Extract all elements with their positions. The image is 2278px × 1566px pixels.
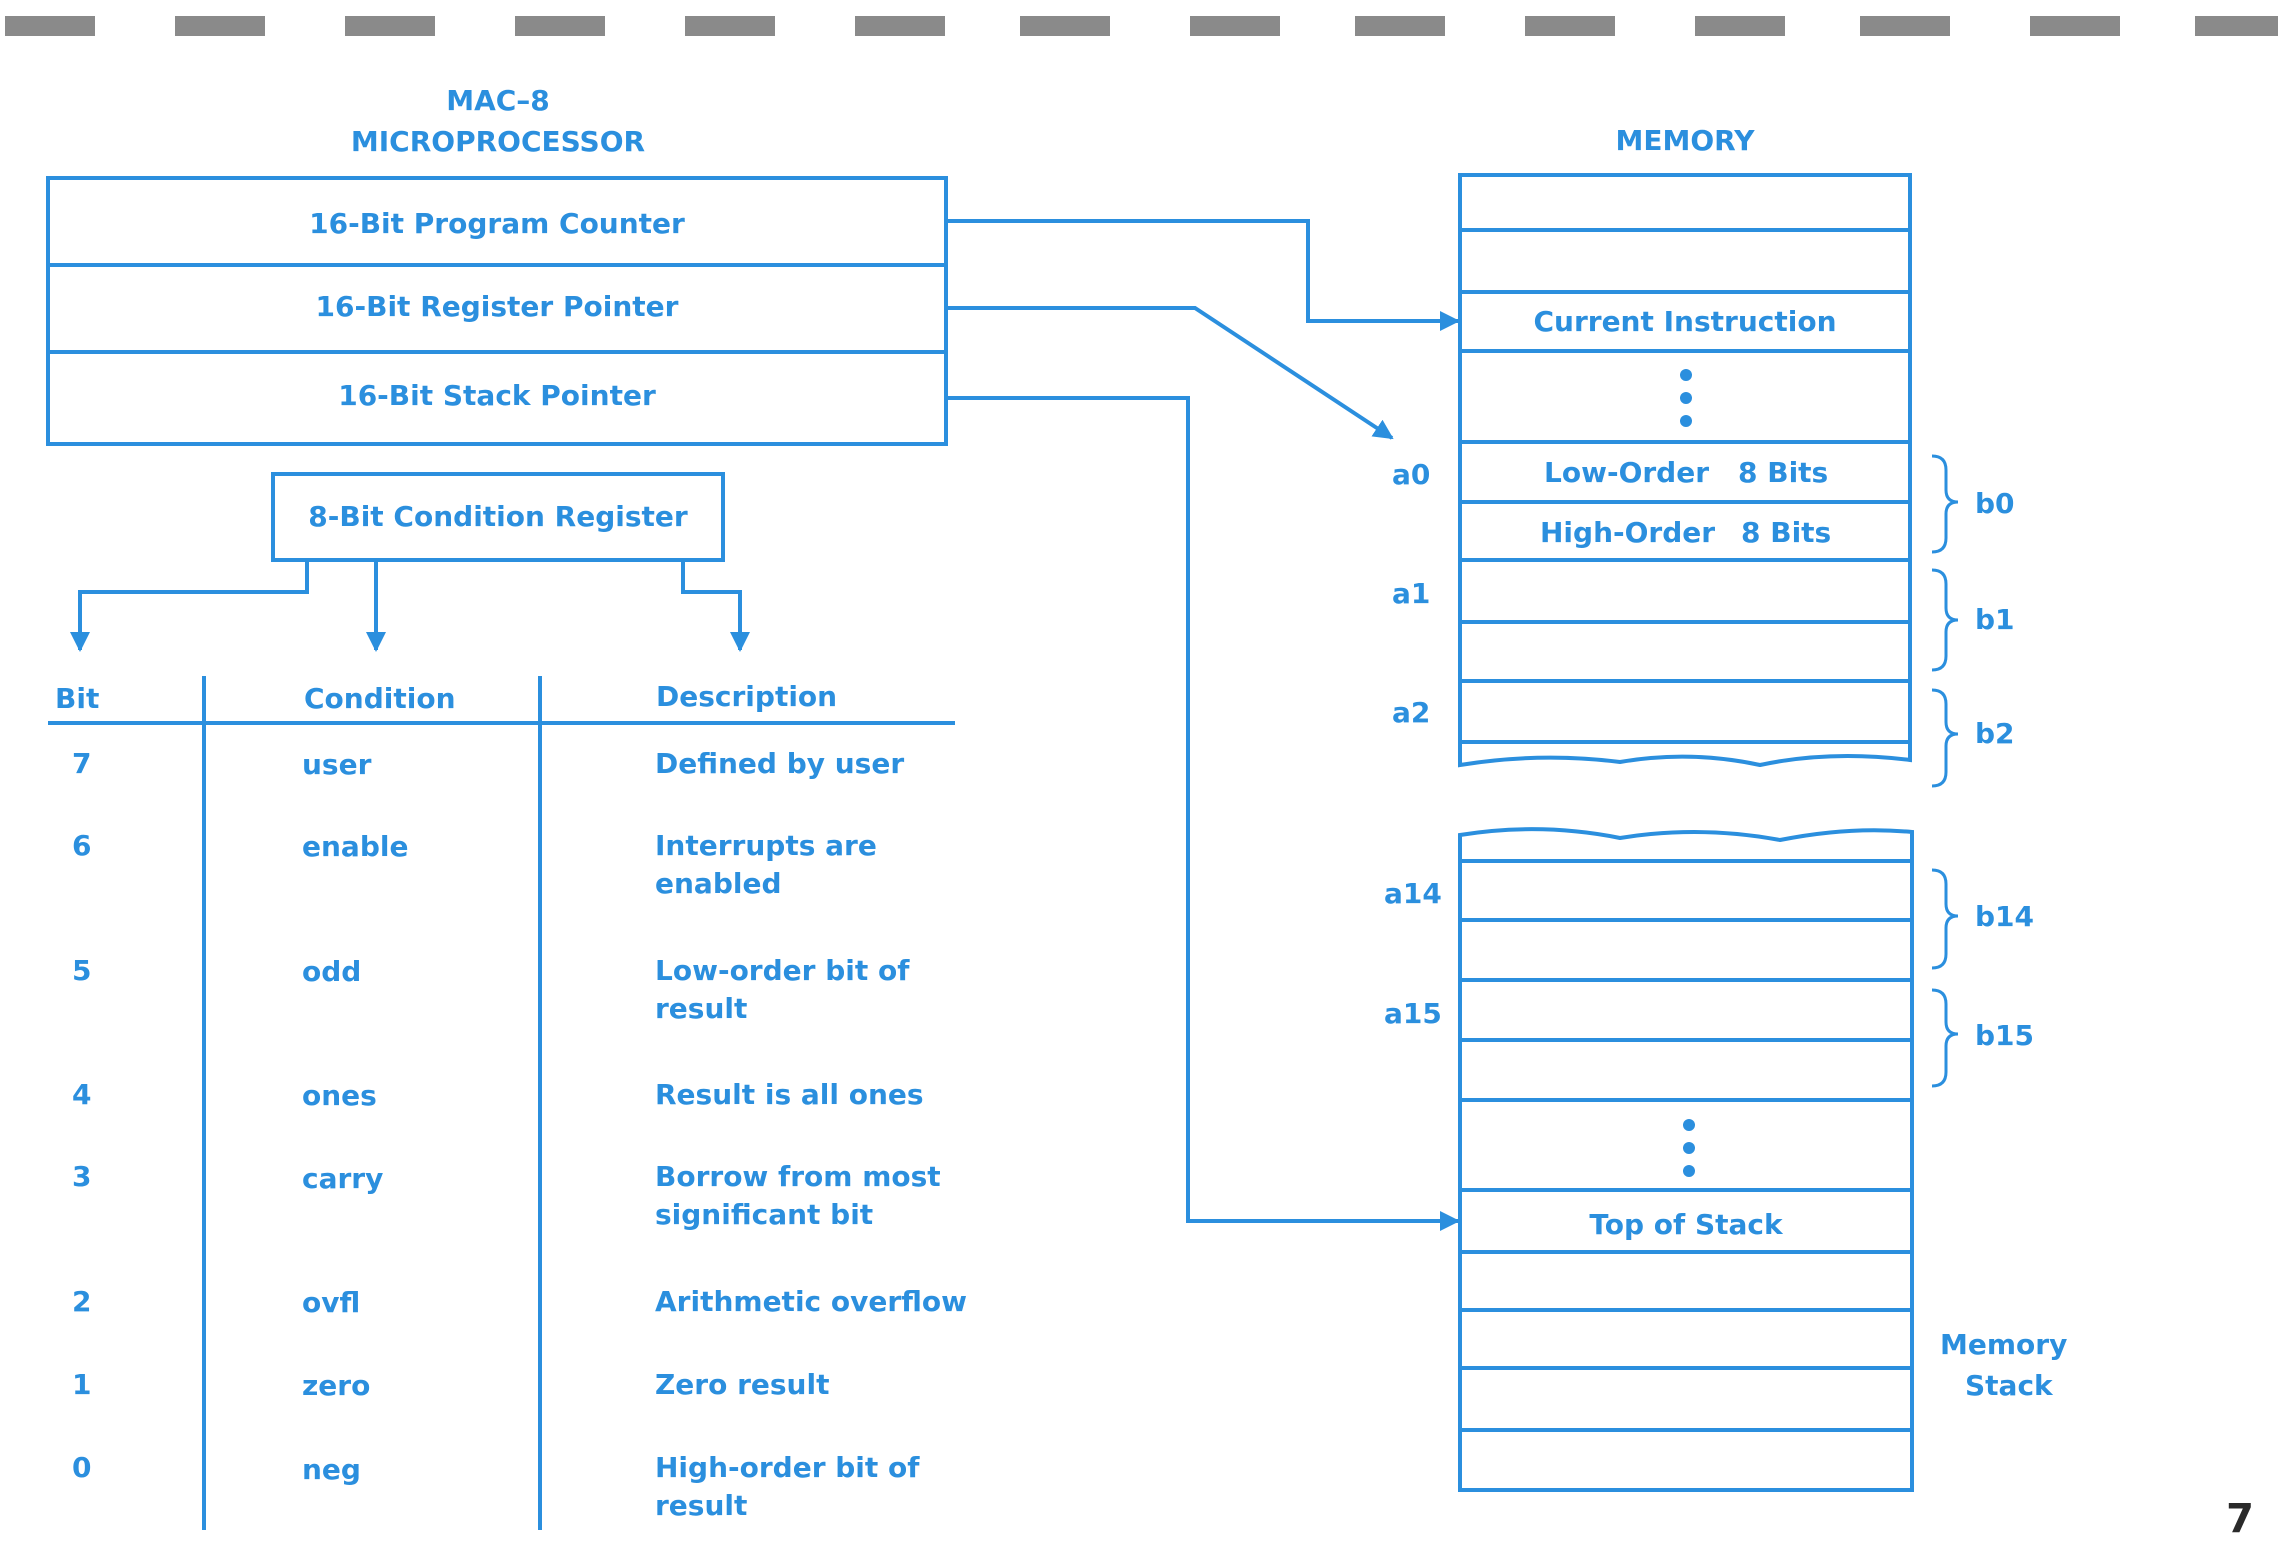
current-instruction-label: Current Instruction bbox=[1533, 305, 1837, 338]
word-label: a14 bbox=[1384, 877, 1442, 910]
processor-title-line2: MICROPROCESSOR bbox=[350, 125, 646, 158]
row-bit: 4 bbox=[72, 1078, 92, 1111]
byte-label: b14 bbox=[1975, 900, 2035, 933]
memory-upper-block bbox=[1458, 173, 1912, 768]
row-bit: 1 bbox=[72, 1368, 92, 1401]
row-condition: odd bbox=[302, 955, 362, 988]
stack-pointer-label: 16-Bit Stack Pointer bbox=[338, 379, 656, 412]
row-description: High-order bit of result bbox=[655, 1451, 920, 1522]
low-order-label: Low-Order bbox=[1544, 456, 1710, 489]
register-pointer-arrow bbox=[946, 306, 1394, 440]
row-condition: ovfl bbox=[302, 1286, 361, 1319]
header-condition: Condition bbox=[304, 682, 456, 715]
processor-title-line1: MAC–8 bbox=[446, 84, 550, 117]
row-condition: carry bbox=[302, 1162, 384, 1195]
memory-stack-label-line2: Stack bbox=[1965, 1369, 2053, 1402]
row-bit: 6 bbox=[72, 829, 92, 862]
condition-register-box bbox=[271, 472, 725, 562]
condition-register-label: 8-Bit Condition Register bbox=[308, 500, 688, 533]
row-bit: 7 bbox=[72, 747, 92, 780]
row-condition: enable bbox=[302, 830, 409, 863]
word-label: a15 bbox=[1384, 997, 1442, 1030]
row-description: Result is all ones bbox=[655, 1078, 924, 1111]
cond-arrow-right bbox=[681, 560, 750, 652]
program-counter-label: 16-Bit Program Counter bbox=[309, 207, 685, 240]
high-order-label: High-Order bbox=[1540, 516, 1716, 549]
bits-label: 8 Bits bbox=[1738, 456, 1829, 489]
memory-stack-label-line1: Memory bbox=[1940, 1328, 2068, 1361]
row-description: Defined by user bbox=[655, 747, 905, 780]
row-condition: user bbox=[302, 748, 372, 781]
page-number: 7 bbox=[2226, 1496, 2254, 1542]
row-bit: 2 bbox=[72, 1285, 92, 1318]
memory-lower-block bbox=[1458, 827, 1914, 1492]
row-bit: 5 bbox=[72, 954, 92, 987]
cond-arrow-left bbox=[70, 560, 309, 652]
register-pointer-label: 16-Bit Register Pointer bbox=[315, 290, 679, 323]
byte-label: b1 bbox=[1975, 603, 2015, 636]
row-condition: zero bbox=[302, 1369, 371, 1402]
word-label: a2 bbox=[1392, 696, 1431, 729]
program-counter-arrow bbox=[946, 219, 1460, 331]
header-bit: Bit bbox=[55, 682, 100, 715]
row-description: Arithmetic overflow bbox=[655, 1285, 968, 1318]
row-bit: 0 bbox=[72, 1451, 92, 1484]
row-condition: neg bbox=[302, 1453, 361, 1486]
header-description: Description bbox=[656, 680, 838, 713]
bits-label: 8 Bits bbox=[1741, 516, 1832, 549]
row-condition: ones bbox=[302, 1079, 377, 1112]
byte-braces bbox=[1931, 454, 1959, 1088]
word-label: a0 bbox=[1392, 458, 1431, 491]
memory-title: MEMORY bbox=[1615, 124, 1755, 157]
byte-label: b0 bbox=[1975, 487, 2015, 520]
row-description: Interrupts are enabled bbox=[655, 829, 877, 900]
row-description: Low-order bit of result bbox=[655, 954, 910, 1025]
byte-label: b2 bbox=[1975, 717, 2015, 750]
stack-pointer-arrow bbox=[946, 396, 1460, 1231]
row-bit: 3 bbox=[72, 1160, 92, 1193]
word-label: a1 bbox=[1392, 577, 1431, 610]
ellipsis-dots bbox=[1680, 369, 1695, 1177]
row-description: Zero result bbox=[655, 1368, 830, 1401]
row-description: Borrow from most significant bit bbox=[655, 1160, 941, 1231]
byte-label: b15 bbox=[1975, 1019, 2035, 1052]
register-block bbox=[46, 176, 948, 446]
top-of-stack-label: Top of Stack bbox=[1589, 1208, 1783, 1241]
binding-marks bbox=[5, 16, 2278, 36]
